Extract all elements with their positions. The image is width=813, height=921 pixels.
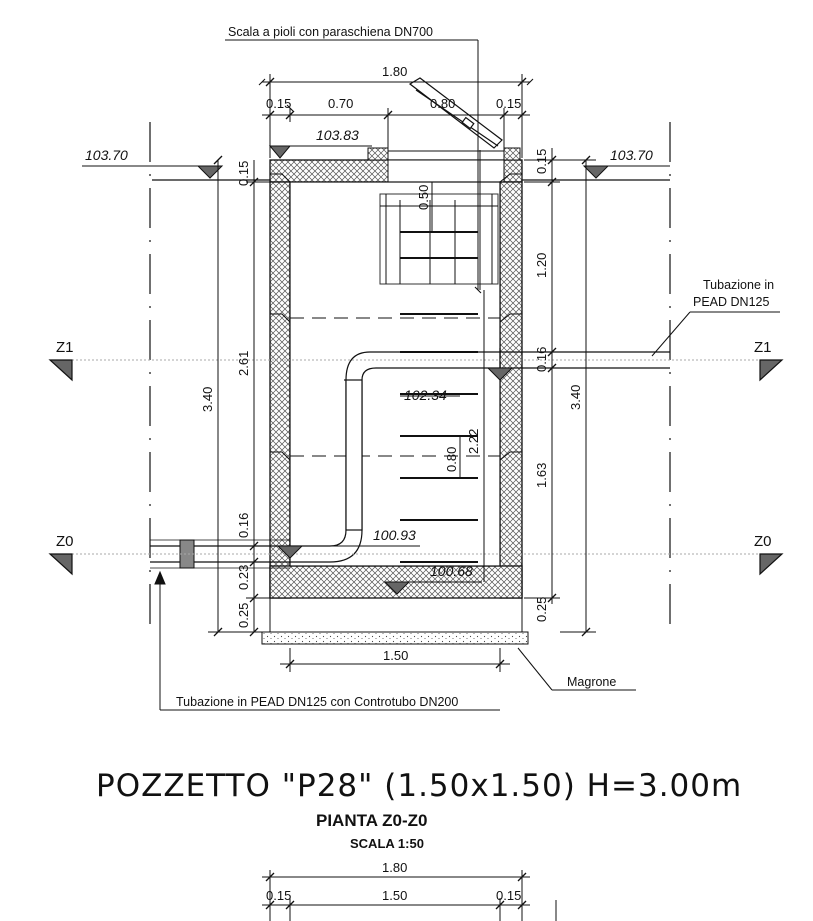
pipe-bottom-note: Tubazione in PEAD DN125 con Controtubo D… [176, 695, 458, 709]
dim-top-right-wall: 0.15 [496, 96, 521, 111]
interior [289, 181, 501, 567]
cover-lid [408, 77, 503, 149]
section-z0-left: Z0 [56, 533, 74, 550]
joint-lines [270, 173, 522, 461]
section-z1-right: Z1 [754, 339, 772, 356]
plan-dim-inner: 1.50 [382, 888, 407, 903]
dim-left-base: 0.25 [236, 603, 251, 628]
note-leaders [154, 39, 780, 711]
dim-right-total: 3.40 [568, 385, 583, 410]
dim-bottom-inner: 1.50 [383, 648, 408, 663]
plan-dim-left: 0.15 [266, 888, 291, 903]
cover-frame-left [367, 147, 389, 161]
left-wall [269, 181, 291, 599]
dim-right-lower: 1.63 [534, 463, 549, 488]
dim-inner-step: 0.80 [444, 447, 459, 472]
elevation-ground-right: 103.70 [610, 147, 653, 163]
right-wall [499, 181, 523, 599]
dimension-lines [208, 74, 596, 672]
manhole-structure [261, 147, 529, 645]
dim-inner-pipes: 2.22 [466, 429, 481, 454]
dim-left-slab: 0.15 [236, 161, 251, 186]
pipes [150, 348, 670, 569]
dim-top-total: 1.80 [382, 64, 407, 79]
plan-dim-right: 0.15 [496, 888, 521, 903]
dim-left-lower: 0.23 [236, 565, 251, 590]
dim-top-opening-left: 0.70 [328, 96, 353, 111]
elevation-ground-left: 103.70 [85, 147, 128, 163]
dim-left-pipe: 0.16 [236, 513, 251, 538]
dim-right-pipe: 0.16 [534, 347, 549, 372]
elevation-leaders [82, 145, 670, 583]
section-z1-left: Z1 [56, 339, 74, 356]
plan-ticks [265, 872, 527, 910]
ground-lines [149, 122, 671, 630]
dim-top-left-wall: 0.15 [266, 96, 291, 111]
dim-inner-cover: 0.50 [416, 185, 431, 210]
elevation-pipe-z1: 102.34 [404, 387, 447, 403]
lean-concrete [261, 631, 529, 645]
elevation-bottom: 100.68 [430, 563, 473, 579]
section-markers [48, 359, 784, 576]
dim-top-opening: 0.80 [430, 96, 455, 111]
main-title: POZZETTO "P28" (1.50x1.50) H=3.00m [96, 768, 742, 804]
magrone-note: Magrone [567, 675, 616, 689]
slab-opening [387, 159, 505, 183]
dimension-ticks [213, 77, 591, 669]
ladder-note: Scala a pioli con paraschiena DN700 [228, 25, 433, 39]
cover-frame-right [503, 147, 521, 161]
dim-left-total: 3.40 [200, 387, 215, 412]
plan-dimensions [262, 870, 557, 921]
dim-left-upper: 2.61 [236, 351, 251, 376]
dim-right-slab: 0.15 [534, 149, 549, 174]
pipe-right-note-line2: PEAD DN125 [693, 295, 769, 309]
plan-dim-total: 1.80 [382, 860, 407, 875]
dim-right-upper: 1.20 [534, 253, 549, 278]
section-z0-right: Z0 [754, 533, 772, 550]
dim-right-base: 0.25 [534, 597, 549, 622]
section-lines [60, 359, 780, 555]
elevation-top-slab: 103.83 [316, 127, 359, 143]
scale-title: SCALA 1:50 [350, 836, 424, 851]
elevation-pipe-z0: 100.93 [373, 527, 416, 543]
pipe-right-note-line1: Tubazione in [703, 278, 774, 292]
plan-title: PIANTA Z0-Z0 [316, 811, 427, 830]
